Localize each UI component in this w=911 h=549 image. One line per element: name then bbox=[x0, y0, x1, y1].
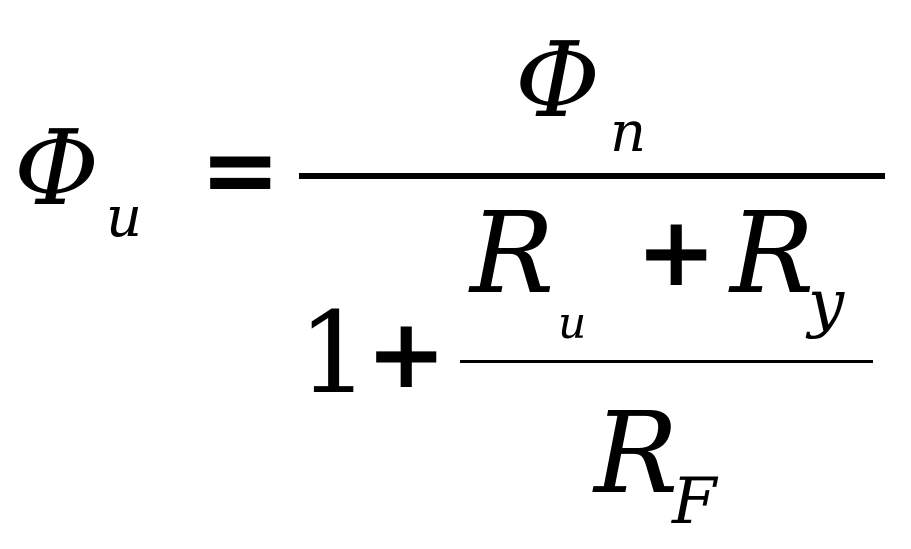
inner-r-f-symbol: R bbox=[594, 389, 679, 519]
denominator-one: 1 bbox=[298, 289, 370, 419]
inner-r-y-symbol: R bbox=[730, 189, 815, 319]
numerator-phi-symbol: Φ bbox=[515, 19, 601, 141]
lhs-phi-symbol: Φ bbox=[14, 107, 100, 229]
denominator-plus: + bbox=[366, 298, 447, 410]
inner-r-f-subscript: F bbox=[672, 465, 717, 539]
main-fraction-bar bbox=[299, 173, 885, 179]
inner-r-y-subscript: y bbox=[808, 267, 845, 341]
numerator-subscript: n bbox=[610, 100, 647, 165]
inner-r-u-symbol: R bbox=[470, 189, 555, 319]
inner-plus: + bbox=[636, 196, 717, 308]
inner-fraction-bar bbox=[460, 360, 873, 363]
equals-sign: = bbox=[200, 114, 281, 226]
inner-r-u-subscript: u bbox=[558, 298, 587, 349]
lhs-subscript: u bbox=[106, 185, 143, 250]
